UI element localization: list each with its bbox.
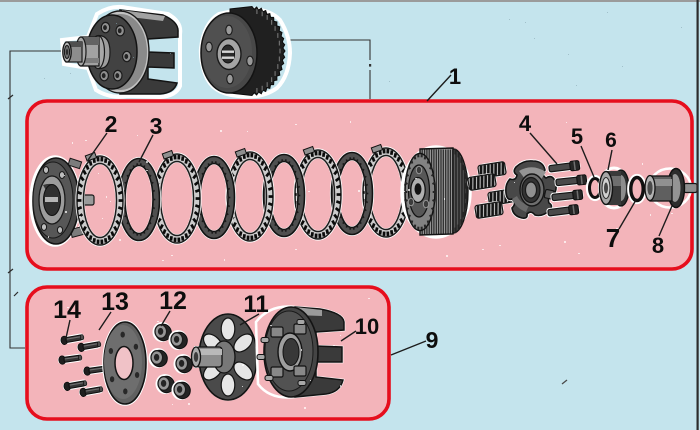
svg-text:2: 2 bbox=[105, 111, 118, 137]
svg-text:11: 11 bbox=[243, 291, 268, 318]
svg-text:1: 1 bbox=[449, 64, 461, 89]
svg-text:8: 8 bbox=[652, 233, 664, 258]
svg-text:3: 3 bbox=[150, 113, 163, 139]
svg-text:6: 6 bbox=[605, 129, 617, 152]
svg-text:10: 10 bbox=[355, 314, 379, 339]
svg-text:9: 9 bbox=[426, 327, 439, 353]
svg-text:14: 14 bbox=[53, 296, 81, 324]
svg-text:12: 12 bbox=[159, 287, 187, 315]
svg-text:13: 13 bbox=[101, 288, 129, 316]
svg-text:4: 4 bbox=[519, 111, 532, 136]
svg-text:5: 5 bbox=[571, 124, 583, 149]
svg-text:7: 7 bbox=[606, 223, 620, 253]
